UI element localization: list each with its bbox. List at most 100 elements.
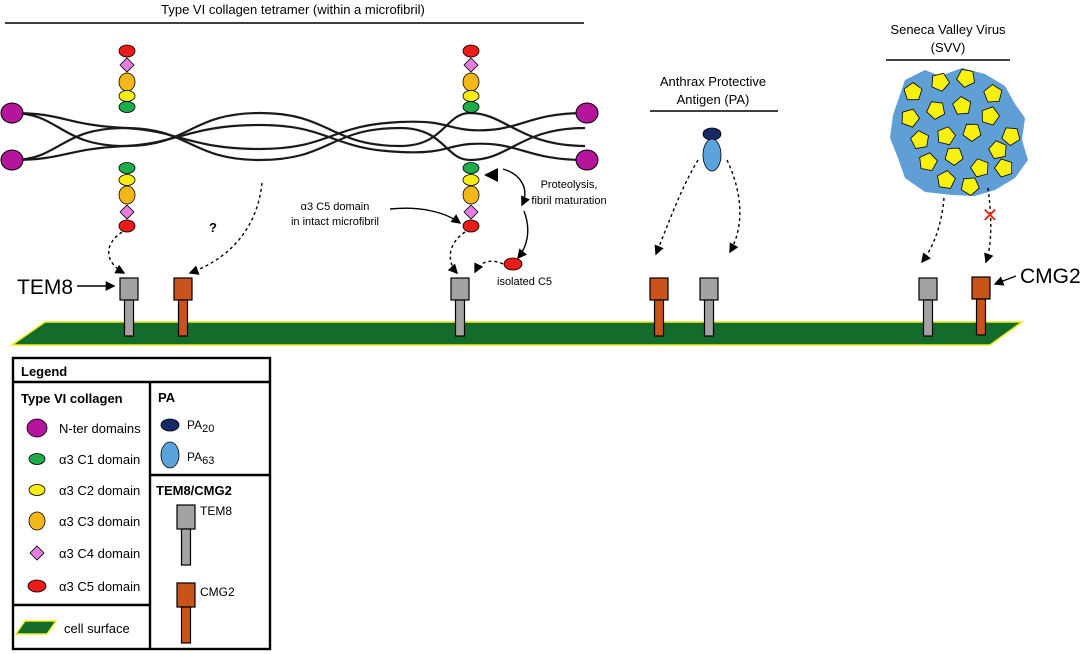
collagen-strand bbox=[11, 111, 586, 148]
alpha3-domain-stack bbox=[462, 162, 480, 233]
c4-domain bbox=[463, 204, 479, 220]
legend-tem8-label: TEM8 bbox=[200, 504, 232, 518]
dashed-arrow bbox=[188, 182, 263, 275]
c3-domain bbox=[462, 72, 480, 92]
n-ter-domain bbox=[0, 149, 24, 171]
svv-pentagon-icon bbox=[970, 158, 989, 178]
blocked-mark-icon: ✕ bbox=[982, 205, 999, 227]
collagen-tetramer bbox=[0, 44, 599, 233]
dashed-arrow bbox=[921, 197, 945, 264]
c2-domain bbox=[462, 90, 480, 102]
legend-label: α3 C4 domain bbox=[59, 546, 140, 561]
seneca-valley-virus bbox=[890, 68, 1028, 196]
cell-surface-membrane bbox=[9, 321, 1025, 346]
proteolysis-label-line1: Proteolysis, bbox=[541, 179, 598, 191]
n-ter-domain bbox=[575, 102, 599, 124]
legend-label: α3 C1 domain bbox=[59, 452, 140, 467]
proteolysis-arrow bbox=[517, 210, 529, 260]
collagen-strand bbox=[11, 126, 586, 162]
c5-intact-label-line2: in intact microfibril bbox=[291, 216, 379, 228]
alpha3-domain-stack bbox=[118, 44, 136, 113]
c2-domain bbox=[118, 174, 136, 186]
c5-domain bbox=[462, 44, 480, 58]
legend: Legend Type VI collagen N-ter domains α3… bbox=[11, 356, 272, 651]
c1-domain bbox=[462, 101, 480, 113]
isolated-c5-domain bbox=[503, 257, 523, 271]
svv-pentagon-icon bbox=[956, 69, 975, 88]
legend-c4-swatch bbox=[29, 545, 45, 561]
legend-label: α3 C5 domain bbox=[59, 579, 140, 594]
cmg2-label: CMG2 bbox=[1020, 265, 1081, 288]
legend-c3-swatch bbox=[28, 511, 46, 531]
isolated-c5-label: isolated C5 bbox=[497, 276, 552, 288]
svv-pentagon-icon bbox=[926, 101, 946, 120]
tem8-label: TEM8 bbox=[17, 276, 73, 299]
legend-pa-header: PA bbox=[158, 390, 176, 405]
pa-title-line2: Antigen (PA) bbox=[677, 92, 750, 107]
legend-cmg2-swatch bbox=[176, 582, 196, 608]
legend-frame bbox=[11, 356, 272, 651]
c4-domain bbox=[119, 57, 135, 73]
legend-label: α3 C2 domain bbox=[59, 483, 140, 498]
legend-collagen-header: Type VI collagen bbox=[21, 391, 123, 406]
collagen-strand bbox=[11, 111, 586, 151]
cmg2-receptor bbox=[173, 277, 193, 337]
question-mark: ? bbox=[209, 220, 217, 235]
svv-pentagon-icon bbox=[910, 130, 929, 149]
dashed-arrow bbox=[726, 159, 741, 254]
svv-pentagon-icon bbox=[1001, 127, 1021, 146]
pa-title-line1: Anthrax Protective bbox=[660, 74, 766, 89]
dashed-arrow bbox=[447, 231, 466, 275]
legend-pa20-swatch bbox=[160, 418, 180, 432]
collagen-strand bbox=[11, 123, 586, 162]
svv-pentagon-icon bbox=[901, 108, 920, 128]
cmg2-receptor bbox=[649, 277, 669, 337]
svv-title-line2: (SVV) bbox=[931, 40, 966, 55]
svv-pentagon-icon bbox=[988, 140, 1007, 160]
collagen-title: Type VI collagen tetramer (within a micr… bbox=[161, 2, 425, 17]
legend-c5-swatch bbox=[27, 579, 47, 593]
dashed-arrow bbox=[108, 231, 126, 274]
c5-intact-arrow bbox=[389, 207, 462, 224]
legend-pa63-swatch bbox=[160, 441, 180, 469]
svv-pentagon-icon bbox=[937, 170, 956, 189]
c1-domain bbox=[118, 101, 136, 113]
legend-label: α3 C3 domain bbox=[59, 514, 140, 529]
svv-pentagon-icon bbox=[960, 177, 980, 196]
c1-domain bbox=[462, 162, 480, 174]
svv-pentagon-icon bbox=[962, 123, 982, 142]
svv-pentagon-icon bbox=[931, 72, 950, 92]
legend-cmg2-label: CMG2 bbox=[200, 585, 235, 599]
svv-pentagon-icon bbox=[952, 96, 972, 115]
c5-intact-label-line1: α3 C5 domain bbox=[301, 201, 370, 213]
svv-pentagon-icon bbox=[983, 84, 1003, 103]
tem8-receptor bbox=[918, 277, 938, 337]
c3-domain bbox=[118, 72, 136, 92]
legend-title: Legend bbox=[21, 364, 67, 379]
legend-cell-surface-swatch bbox=[14, 620, 58, 635]
dashed-arrow bbox=[654, 159, 699, 256]
svv-title-line1: Seneca Valley Virus bbox=[890, 22, 1006, 37]
cmg2-pointer-arrow bbox=[993, 275, 1017, 286]
tem8-receptor bbox=[450, 277, 470, 337]
c4-domain bbox=[463, 57, 479, 73]
svv-pentagon-icon bbox=[944, 147, 964, 166]
legend-cell-surface-label: cell surface bbox=[64, 621, 130, 636]
c2-domain bbox=[118, 90, 136, 102]
dashed-arrow bbox=[474, 260, 504, 274]
svv-pentagon-icon bbox=[919, 152, 938, 172]
svv-pentagon-icon bbox=[903, 82, 923, 101]
proteolysis-arrow bbox=[502, 168, 530, 207]
pa20-subunit bbox=[702, 127, 722, 141]
legend-c1-swatch bbox=[28, 453, 46, 465]
alpha3-domain-stack bbox=[462, 44, 480, 113]
protective-antigen bbox=[702, 127, 722, 172]
c5-domain bbox=[118, 44, 136, 58]
svv-pentagon-icon bbox=[981, 106, 1000, 126]
pa63-subunit bbox=[702, 138, 722, 172]
legend-c2-swatch bbox=[28, 484, 46, 496]
legend-pa63-label: PA63 bbox=[187, 450, 214, 467]
c5-domain bbox=[462, 219, 480, 233]
legend-tem8-swatch bbox=[176, 504, 196, 530]
